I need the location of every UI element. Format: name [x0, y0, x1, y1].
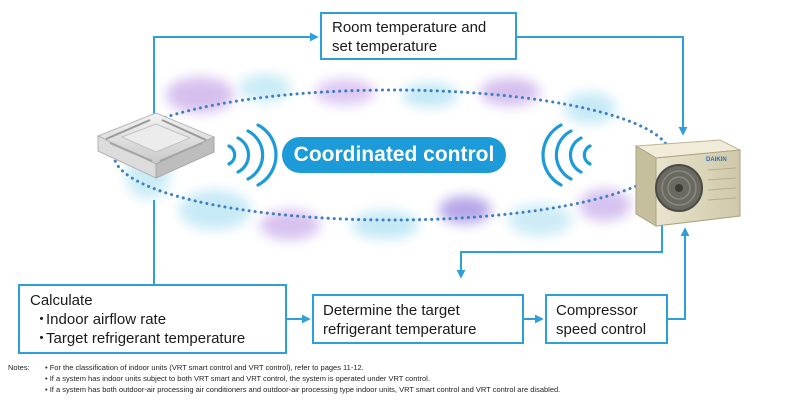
- airflow-cloud: [402, 83, 458, 107]
- airflow-cloud: [564, 92, 616, 124]
- room-box-line-1: Room temperature and: [332, 19, 487, 36]
- airflow-cloud: [480, 78, 540, 106]
- footnote-row: Notes: • For the classification of indoo…: [8, 362, 560, 373]
- wireless-signal-icon: [541, 123, 592, 187]
- calculate-title: Calculate: [30, 292, 93, 309]
- calculate-item: ・ Indoor airflow rate: [30, 310, 275, 329]
- airflow-cloud: [315, 79, 375, 105]
- airflow-cloud: [166, 77, 234, 113]
- footnotes: Notes: • For the classification of indoo…: [8, 362, 560, 395]
- airflow-cloud: [439, 196, 491, 224]
- airflow-cloud: [508, 204, 572, 236]
- calculate-box: Calculate ・ Indoor airflow rate ・ Target…: [18, 284, 287, 354]
- footnote-row: • If a system has both outdoor-air proce…: [8, 384, 560, 395]
- target-box-line-1: Determine the target: [323, 302, 460, 319]
- target-box-line-2: refrigerant temperature: [323, 321, 477, 338]
- room-box-line-2: set temperature: [332, 38, 438, 55]
- footnote-row: • If a system has indoor units subject t…: [8, 373, 560, 384]
- airflow-cloud: [239, 74, 291, 102]
- airflow-cloud: [351, 211, 419, 239]
- compressor-speed-box: Compressor speed control: [545, 294, 668, 344]
- flow-connectors: [153, 32, 690, 324]
- footnote-text: • If a system has both outdoor-air proce…: [45, 385, 561, 394]
- target-refrigerant-box: Determine the target refrigerant tempera…: [312, 294, 524, 344]
- footnote-text: • If a system has indoor units subject t…: [45, 374, 430, 383]
- outdoor-unit-brand-logo: DAIKIN: [706, 157, 727, 163]
- arrow-indoor-to-room: [153, 32, 319, 114]
- arrow-outdoor-to-target: [456, 222, 663, 279]
- footnote-text: • For the classification of indoor units…: [45, 363, 364, 372]
- calculate-item: ・ Target refrigerant temperature: [30, 329, 275, 348]
- wireless-signal-icon: [227, 123, 278, 187]
- compressor-box-line-2: speed control: [556, 321, 647, 338]
- calculate-item-text: Indoor airflow rate: [46, 311, 167, 328]
- room-temperature-box: Room temperature and set temperature: [320, 12, 517, 60]
- bullet-mark: ・: [34, 330, 50, 347]
- airflow-cloud: [579, 189, 631, 221]
- compressor-box-line-1: Compressor: [556, 302, 638, 319]
- coordinated-control-label: Coordinated control: [282, 137, 506, 173]
- calculate-item-text: Target refrigerant temperature: [46, 330, 246, 347]
- arrow-compressor-to-outdoor: [668, 227, 690, 320]
- ceiling-cassette-unit-icon: [96, 112, 216, 179]
- outdoor-condenser-unit-icon: DAIKIN: [634, 139, 742, 227]
- airflow-cloud: [260, 210, 320, 240]
- notes-label: Notes:: [8, 363, 30, 372]
- arrow-room-to-outdoor: [517, 36, 688, 136]
- bullet-mark: ・: [34, 311, 50, 328]
- airflow-clouds: [126, 74, 631, 240]
- airflow-cloud: [179, 190, 251, 230]
